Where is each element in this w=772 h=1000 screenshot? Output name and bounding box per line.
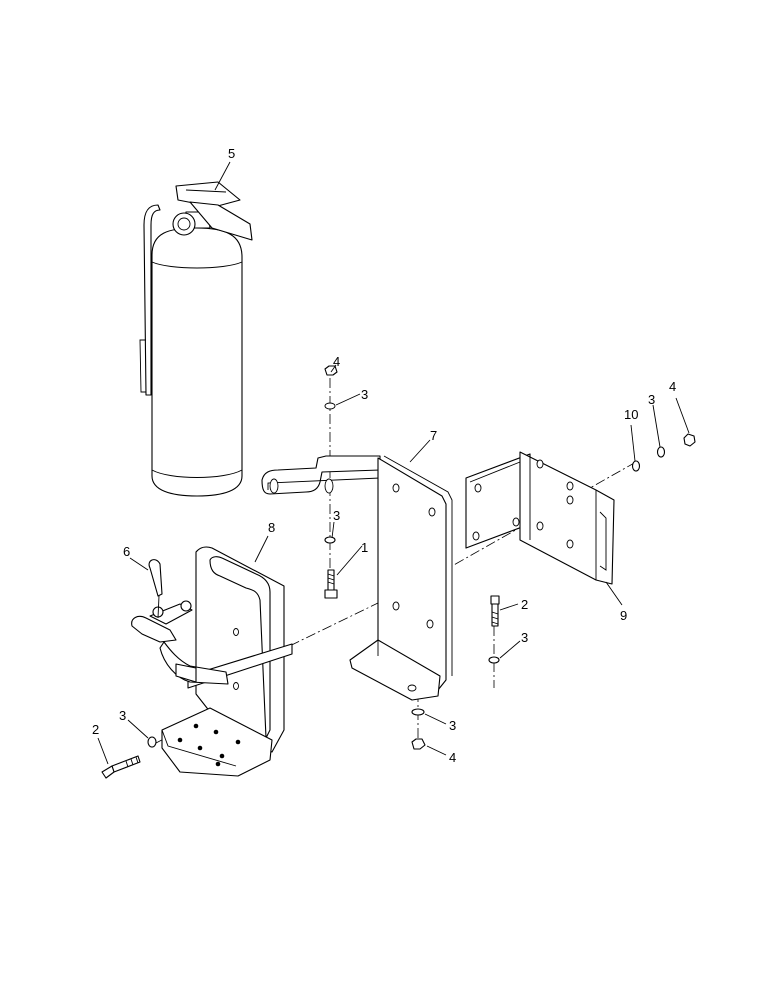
- callout-2-right: 2: [521, 597, 528, 612]
- washer-right-lower: [488, 656, 500, 664]
- callout-7: 7: [430, 428, 437, 443]
- callout-1: 1: [361, 540, 368, 555]
- callout-4-right: 4: [669, 379, 676, 394]
- callout-9: 9: [620, 608, 627, 623]
- callout-3-lower: 3: [449, 718, 456, 733]
- callout-3-right: 3: [648, 392, 655, 407]
- callout-6: 6: [123, 544, 130, 559]
- hex-nut-lower: [411, 738, 426, 750]
- callout-4-top: 4: [333, 354, 340, 369]
- washer-mid: [324, 536, 336, 544]
- bolt-2-right: [490, 595, 500, 605]
- callout-8: 8: [268, 520, 275, 535]
- hex-nut-right: [683, 433, 696, 447]
- extinguisher-holder-8: [131, 546, 293, 777]
- washer-lower: [411, 708, 425, 716]
- callout-3-top: 3: [361, 387, 368, 402]
- callout-4-lower: 4: [449, 750, 456, 765]
- leader-lines: [97, 161, 690, 765]
- callout-3-right-lower: 3: [521, 630, 528, 645]
- callout-labels: 5 4 3 7 10 3 4 8 3 6 1 2 9 3 3 4 2 3: [92, 146, 676, 765]
- fire-extinguisher: [139, 181, 253, 497]
- bolt-2-left: [111, 755, 141, 773]
- callout-3-mid: 3: [333, 508, 340, 523]
- callout-2-left: 2: [92, 722, 99, 737]
- washer-bottom-left: [147, 736, 157, 748]
- callout-5: 5: [228, 146, 235, 161]
- cotter-pin-6: [148, 559, 163, 619]
- callout-10: 10: [624, 407, 638, 422]
- mounting-bracket-9: [465, 451, 615, 585]
- callout-3-left: 3: [119, 708, 126, 723]
- washer-3-right: [656, 446, 666, 458]
- washer-10: [631, 460, 641, 472]
- washer-top: [324, 402, 336, 410]
- mounting-bracket-7: [261, 455, 453, 701]
